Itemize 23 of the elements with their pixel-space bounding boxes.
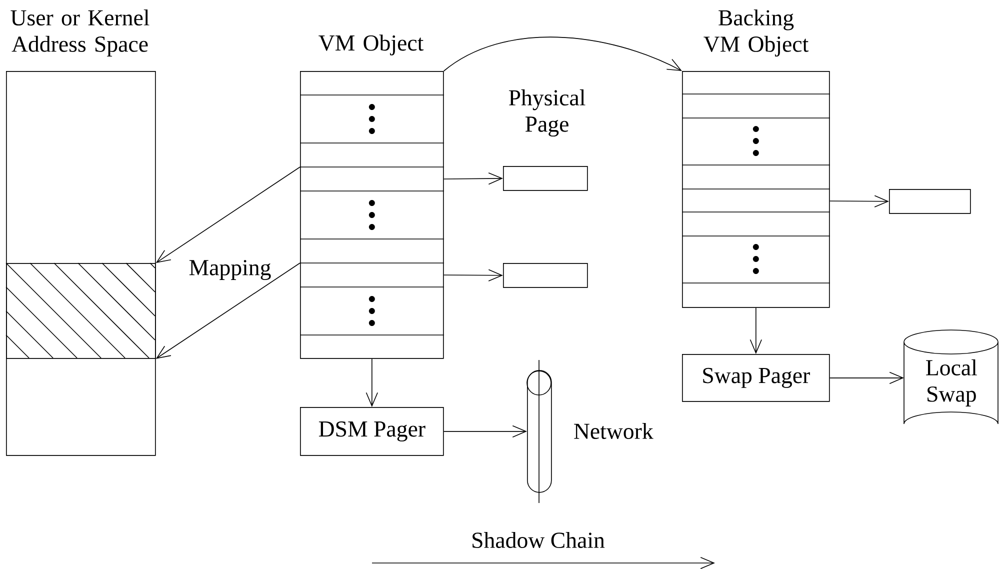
arrow — [156, 166, 300, 263]
column-heading: VM Object — [318, 34, 424, 56]
arrow — [829, 372, 904, 384]
arrow — [443, 425, 527, 438]
arrow-label: Shadow Chain — [472, 532, 605, 548]
arrow — [750, 307, 762, 354]
disk-cylinder: Local Swap — [904, 330, 998, 424]
curved-arrow — [443, 36, 682, 72]
mapping-label: Mapping — [189, 260, 271, 280]
physical-page-box — [889, 189, 971, 214]
arrow — [829, 195, 889, 208]
arrow — [443, 269, 503, 282]
physical-page-box — [503, 263, 588, 288]
pager-box: DSM Pager — [300, 407, 444, 456]
column-heading: Backing VM Object — [704, 9, 809, 57]
arrow — [366, 358, 378, 407]
node-caption: Network — [574, 422, 654, 440]
page-label: Physical Page — [508, 89, 586, 137]
hatched-region — [6, 262, 156, 359]
pager-box: Swap Pager — [682, 354, 830, 402]
arrow — [443, 172, 503, 185]
column-heading: User or Kernel Address Space — [10, 9, 150, 57]
arrow — [156, 262, 300, 359]
